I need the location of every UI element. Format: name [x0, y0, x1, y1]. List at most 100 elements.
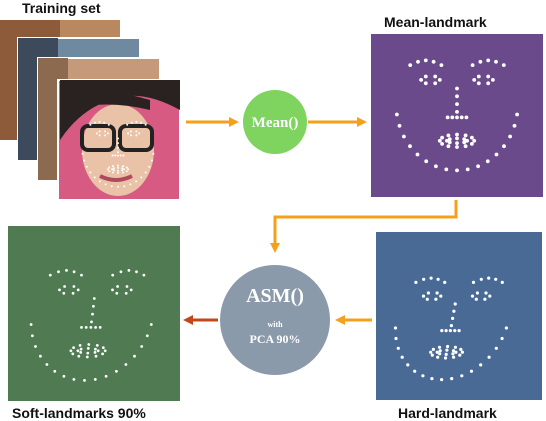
landmark-dot: [486, 58, 491, 63]
landmark-dot: [488, 294, 492, 298]
landmark-dot: [121, 169, 124, 172]
asm-node-with: with: [267, 320, 283, 329]
mean-node: Mean(): [243, 90, 307, 154]
landmark-dot: [455, 86, 459, 91]
landmark-dot: [95, 132, 98, 135]
landmark-dot: [397, 123, 402, 128]
landmark-dot: [129, 288, 133, 292]
landmark-dot: [76, 349, 80, 353]
landmark-dot: [135, 134, 138, 137]
landmark-dot: [127, 132, 130, 135]
landmark-dot: [135, 180, 138, 183]
landmark-dot: [443, 356, 448, 360]
landmark-dot: [501, 63, 506, 67]
landmark-dot: [129, 183, 132, 186]
landmark-dot: [135, 130, 138, 133]
landmark-dot: [451, 316, 455, 320]
landmark-dot: [447, 140, 452, 145]
landmark-dot: [431, 59, 436, 64]
landmark-dot: [475, 291, 479, 295]
landmark-dot: [426, 291, 430, 295]
landmark-dot: [440, 142, 444, 146]
landmark-dot: [487, 276, 491, 280]
landmark-dot: [117, 164, 119, 167]
landmark-dot: [455, 136, 459, 141]
landmark-dot: [429, 276, 433, 280]
landmark-dot: [112, 169, 115, 172]
landmark-dot: [31, 334, 34, 338]
landmark-dot: [450, 115, 455, 120]
landmark-dot: [89, 326, 93, 329]
landmark-dot: [117, 166, 119, 169]
landmark-dot: [34, 345, 37, 348]
landmark-dot: [433, 81, 438, 86]
landmark-dot: [122, 165, 125, 168]
landmark-dot: [98, 134, 101, 137]
landmark-dot: [103, 121, 106, 124]
landmark-dot: [76, 288, 80, 292]
landmark-dot: [123, 168, 125, 171]
landmark-dot: [117, 172, 119, 174]
landmark-dot: [104, 130, 107, 133]
landmark-dot: [455, 102, 459, 106]
landmark-dot: [439, 294, 443, 298]
landmark-dot: [494, 277, 498, 281]
landmark-dot: [491, 78, 495, 82]
landmark-dot: [103, 349, 107, 353]
landmark-dot: [85, 355, 89, 359]
landmark-dot: [444, 167, 449, 172]
landmark-dot: [455, 145, 459, 149]
landmark-dot: [430, 353, 434, 357]
landmark-dot: [72, 270, 76, 274]
landmark-dot: [94, 354, 98, 358]
landmark-dot: [423, 58, 428, 63]
landmark-dot: [459, 115, 464, 120]
landmark-dot: [447, 137, 452, 142]
landmark-dot: [144, 171, 147, 174]
landmark-dot: [126, 123, 129, 126]
landmark-dot: [437, 138, 442, 143]
landmark-dot: [444, 329, 448, 333]
landmark-dot: [483, 297, 487, 301]
arrow-mean-to-asm: [270, 200, 458, 253]
landmark-dot: [140, 345, 144, 348]
landmark-dot: [436, 355, 440, 359]
landmark-dot: [48, 273, 52, 277]
landmark-dot: [117, 185, 119, 188]
landmark-dot: [431, 347, 435, 351]
landmark-dot: [396, 346, 400, 350]
landmark-dot: [104, 183, 107, 186]
landmark-dot: [135, 270, 138, 274]
landmark-dot: [80, 273, 83, 277]
landmark-dot: [443, 280, 447, 284]
landmark-dot: [140, 121, 142, 124]
landmark-dot: [484, 291, 488, 295]
landmark-dot: [71, 291, 75, 295]
landmark-dot: [512, 123, 517, 128]
landmark-dot: [152, 152, 155, 155]
landmark-dot: [465, 138, 469, 143]
landmark-dot: [451, 352, 455, 356]
landmark-dot: [474, 297, 478, 301]
landmark-dot: [438, 352, 442, 356]
landmark-dot: [90, 320, 93, 324]
mean-landmark-panel: [371, 34, 543, 197]
landmark-dot: [63, 285, 66, 288]
landmark-dot: [444, 352, 448, 356]
landmark-dot: [500, 336, 504, 341]
landmark-dot: [464, 115, 469, 120]
landmark-dot: [445, 115, 450, 120]
landmark-dot: [140, 176, 143, 179]
landmark-dot: [107, 123, 110, 126]
landmark-dot: [130, 121, 133, 124]
landmark-dot: [45, 363, 49, 366]
landmark-dot: [421, 374, 425, 378]
landmark-dot: [494, 59, 498, 64]
landmark-dot: [129, 130, 132, 133]
landmark-dot: [106, 168, 109, 171]
landmark-dot: [448, 329, 452, 333]
landmark-dot: [437, 78, 442, 82]
landmark-dot: [469, 369, 474, 373]
landmark-dot: [71, 352, 75, 356]
landmark-dot: [89, 123, 92, 126]
